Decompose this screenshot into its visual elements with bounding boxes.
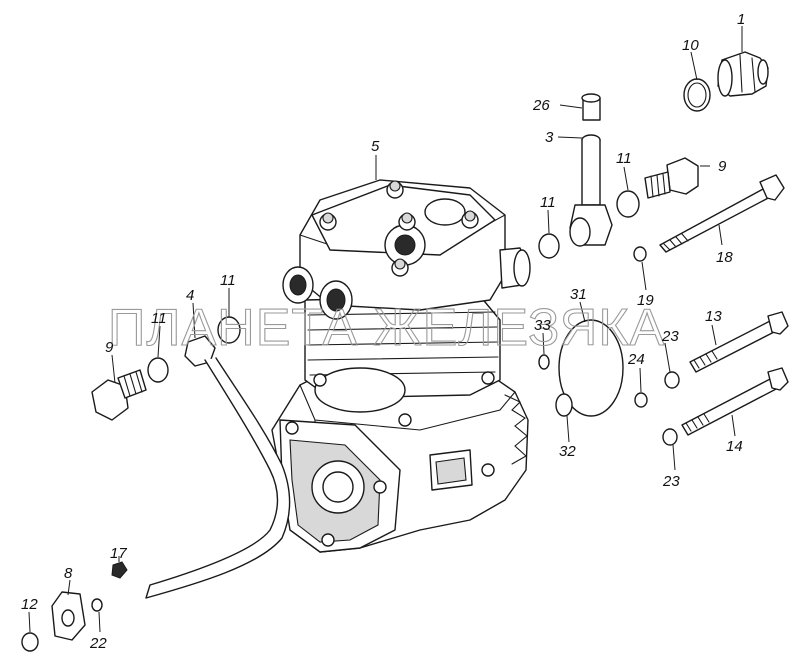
part-oil-pipe-4: [145, 335, 291, 599]
callout-label: 26: [532, 97, 550, 114]
part-gasket-31: [558, 319, 624, 417]
callout-label: 23: [662, 473, 680, 490]
callout-label: 31: [570, 286, 587, 303]
callout-label: 22: [89, 635, 107, 652]
callout-label: 24: [627, 351, 645, 368]
part-long-bolt-18: [659, 174, 785, 253]
part-banjo-bolt-9-left: [91, 369, 147, 421]
part-washer-19: [633, 246, 647, 262]
compressor-assembly: [271, 179, 531, 553]
callout-label: 9: [718, 158, 727, 175]
callout-label: 13: [705, 308, 722, 325]
callout-label: 8: [64, 565, 73, 582]
callout-label: 17: [110, 545, 127, 562]
callout-label: 5: [371, 138, 380, 155]
callout-label: 11: [220, 272, 236, 289]
leader-lines: [28, 26, 743, 633]
callout-labels: 1 10 26 3 11 9 5 11 18 19 31 33 23 13 4 …: [21, 11, 745, 652]
part-ring-32: [555, 393, 573, 417]
callout-label: 11: [151, 310, 167, 327]
part-ring-11-b: [538, 233, 560, 259]
part-cap-26: [581, 93, 601, 121]
callout-label: 33: [534, 317, 551, 334]
part-banjo-bolt-9-right: [644, 157, 699, 199]
part-washer-24: [634, 392, 648, 408]
part-nut-17: [111, 561, 128, 579]
part-washer-22: [91, 598, 103, 612]
callout-label: 18: [716, 249, 733, 266]
head-bolts: [319, 180, 479, 277]
part-nut-23-b: [662, 428, 678, 446]
callout-label: 23: [661, 328, 679, 345]
part-nut-23-a: [664, 371, 680, 389]
part-flange-8: [51, 591, 86, 641]
part-washer-33: [538, 354, 550, 370]
callout-label: 32: [559, 443, 576, 460]
callout-label: 3: [545, 129, 554, 146]
part-ring-11-d: [147, 357, 169, 383]
callout-label: 19: [637, 292, 654, 309]
callout-label: 4: [186, 287, 194, 304]
part-bolt-13: [689, 311, 789, 373]
part-bolt-14: [681, 367, 789, 436]
callout-label: 1: [737, 11, 745, 28]
callout-label: 10: [682, 37, 699, 54]
part-union-fitting: [717, 51, 769, 97]
callout-label: 14: [726, 438, 743, 455]
callout-label: 9: [105, 339, 114, 356]
callout-label: 11: [540, 194, 556, 211]
part-banjo-pipe-3: [569, 134, 613, 247]
watermark-text: ПЛАНЕТА ЖЕЛЕЗЯКА: [108, 299, 665, 357]
callout-label: 12: [21, 596, 38, 613]
part-ring-10-inner: [687, 82, 707, 108]
part-ring-11-a: [616, 190, 640, 218]
part-ring-12: [21, 632, 39, 652]
callout-label: 11: [616, 150, 632, 167]
